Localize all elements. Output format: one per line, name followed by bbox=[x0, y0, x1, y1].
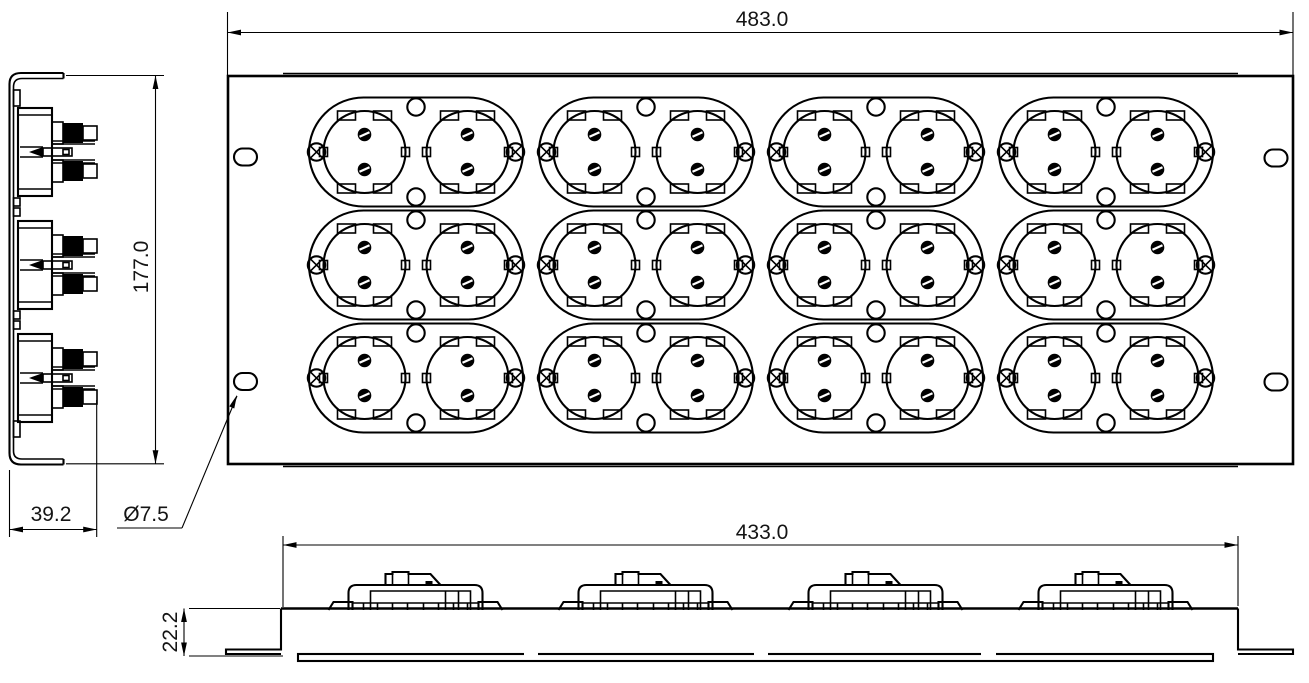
mounting-holes bbox=[232, 147, 1289, 392]
claw bbox=[12, 207, 21, 217]
bottom-socket-bump bbox=[327, 570, 504, 612]
dimension-label-front-width: 483.0 bbox=[736, 8, 789, 31]
mounting-hole bbox=[232, 147, 259, 167]
arrowhead bbox=[1224, 542, 1238, 548]
notch bbox=[981, 651, 996, 657]
bottom-socket-bump bbox=[787, 570, 964, 612]
socket-module bbox=[308, 98, 524, 207]
arrowhead bbox=[283, 542, 297, 548]
arrowhead bbox=[227, 29, 241, 36]
arrowhead bbox=[1279, 29, 1293, 36]
arrowhead bbox=[181, 642, 187, 656]
dimension-label-strip-height: 22.2 bbox=[159, 612, 182, 653]
side-socket-back bbox=[16, 332, 99, 424]
bottom-module-row bbox=[327, 570, 1194, 612]
claw bbox=[12, 310, 21, 320]
dimension-strip-width: 433.0 bbox=[282, 521, 1239, 607]
socket-module-grid bbox=[308, 98, 1214, 433]
socket-module bbox=[538, 211, 754, 320]
panel-outline bbox=[226, 74, 1295, 466]
notch bbox=[754, 651, 768, 657]
socket-module bbox=[308, 324, 524, 433]
socket-module bbox=[998, 98, 1214, 207]
strip-base-notches bbox=[524, 651, 996, 657]
arrowhead bbox=[229, 395, 237, 409]
socket-module bbox=[768, 211, 984, 320]
side-socket-back bbox=[16, 219, 99, 311]
bottom-socket-bump bbox=[1017, 570, 1194, 612]
claw bbox=[12, 197, 21, 207]
dimension-label-hole-diameter: Ø7.5 bbox=[123, 503, 169, 526]
bottom-view bbox=[224, 570, 1295, 663]
socket-module bbox=[768, 98, 984, 207]
mounting-hole bbox=[232, 371, 259, 392]
arrowhead bbox=[152, 450, 159, 464]
socket-module bbox=[538, 324, 754, 433]
claw bbox=[12, 420, 21, 438]
dimension-front-height: 177.0 bbox=[66, 74, 164, 465]
socket-module bbox=[538, 98, 754, 207]
mounting-claws bbox=[12, 89, 21, 438]
side-panel-outer-profile bbox=[8, 71, 64, 466]
claw bbox=[12, 89, 21, 107]
side-module-stack bbox=[16, 106, 99, 424]
left-ear-tab bbox=[224, 608, 283, 656]
right-ear-tab bbox=[1236, 608, 1295, 656]
arrowhead bbox=[152, 75, 159, 89]
dimension-hole-diameter: Ø7.5 bbox=[117, 395, 238, 529]
dimension-label-front-height: 177.0 bbox=[130, 241, 153, 294]
dimension-strip-height: 22.2 bbox=[159, 607, 283, 657]
socket-module bbox=[998, 324, 1214, 433]
socket-module bbox=[768, 324, 984, 433]
arrowhead bbox=[9, 526, 23, 533]
socket-module bbox=[308, 211, 524, 320]
arrowhead bbox=[83, 526, 97, 533]
front-view bbox=[226, 72, 1295, 468]
side-socket-back bbox=[16, 106, 99, 198]
dimension-side-depth: 39.2 bbox=[8, 400, 98, 537]
bottom-socket-bump bbox=[557, 570, 734, 612]
dimension-label-strip-width: 433.0 bbox=[736, 521, 789, 544]
dimension-front-width: 483.0 bbox=[226, 8, 1294, 76]
socket-module bbox=[998, 211, 1214, 320]
dimension-label-side-depth: 39.2 bbox=[31, 503, 72, 526]
mounting-hole bbox=[1263, 148, 1289, 168]
claw bbox=[12, 320, 21, 330]
arrowhead bbox=[181, 608, 187, 622]
leader-line bbox=[181, 395, 238, 529]
notch bbox=[524, 651, 538, 657]
side-view bbox=[8, 71, 99, 466]
mounting-hole bbox=[1263, 372, 1289, 392]
side-panel-inner-profile bbox=[12, 77, 64, 460]
